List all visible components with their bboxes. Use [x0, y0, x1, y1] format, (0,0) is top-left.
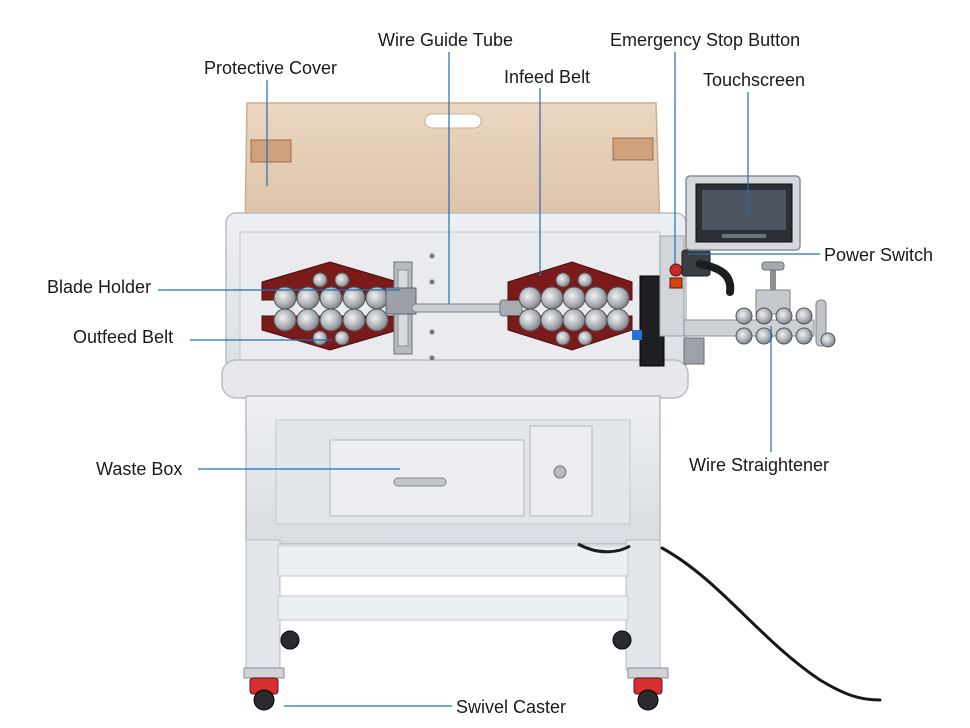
warning-sticker — [612, 137, 654, 161]
door-lock — [553, 465, 567, 479]
blade-holder — [385, 261, 417, 355]
leader-lines — [158, 52, 820, 707]
label-wire-guide-tube: Wire Guide Tube — [378, 30, 514, 50]
label-blade-holder: Blade Holder — [47, 277, 152, 297]
touchscreen — [685, 175, 801, 296]
roller-row — [518, 272, 630, 346]
swivel-caster — [612, 630, 669, 711]
lower-cabinet — [245, 395, 661, 671]
drawer-handle — [393, 477, 447, 487]
label-infeed-belt: Infeed Belt — [504, 67, 591, 87]
infeed-belt-assembly — [507, 261, 633, 351]
label-protective-cover: Protective Cover — [204, 58, 338, 78]
indicator-light — [632, 330, 642, 340]
label-emergency-stop-button: Emergency Stop Button — [610, 30, 801, 50]
waste-box — [329, 439, 525, 517]
emergency-stop-button — [669, 263, 683, 277]
label-power-switch: Power Switch — [824, 245, 934, 265]
label-outfeed-belt: Outfeed Belt — [73, 327, 174, 347]
warning-sticker — [250, 139, 292, 163]
power-switch — [669, 249, 711, 289]
power-cord — [660, 546, 882, 702]
cabinet-door — [529, 425, 593, 517]
wire-straightener — [683, 261, 836, 365]
label-touchscreen: Touchscreen — [703, 70, 806, 90]
swivel-caster — [243, 630, 300, 711]
label-waste-box: Waste Box — [96, 459, 183, 479]
wire-guide-tube — [411, 299, 523, 317]
label-wire-straightener: Wire Straightener — [689, 455, 830, 475]
roller-row — [273, 272, 389, 346]
label-swivel-caster: Swivel Caster — [456, 697, 567, 717]
